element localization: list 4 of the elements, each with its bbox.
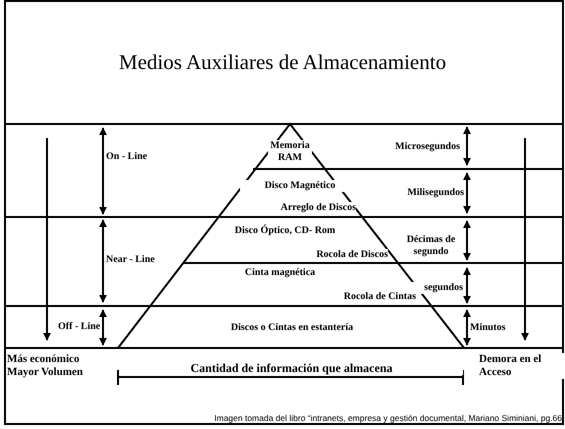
- diagram-title: Medios Auxiliares de Almacenamiento: [118, 50, 448, 75]
- time-label: segundos: [410, 282, 463, 294]
- axis-label: Demora en el Acceso: [479, 353, 564, 379]
- source-caption: Imagen tomada del libro “intranets, empresa y gestión documental, Mariano Siminiani, pg.66: [214, 413, 562, 423]
